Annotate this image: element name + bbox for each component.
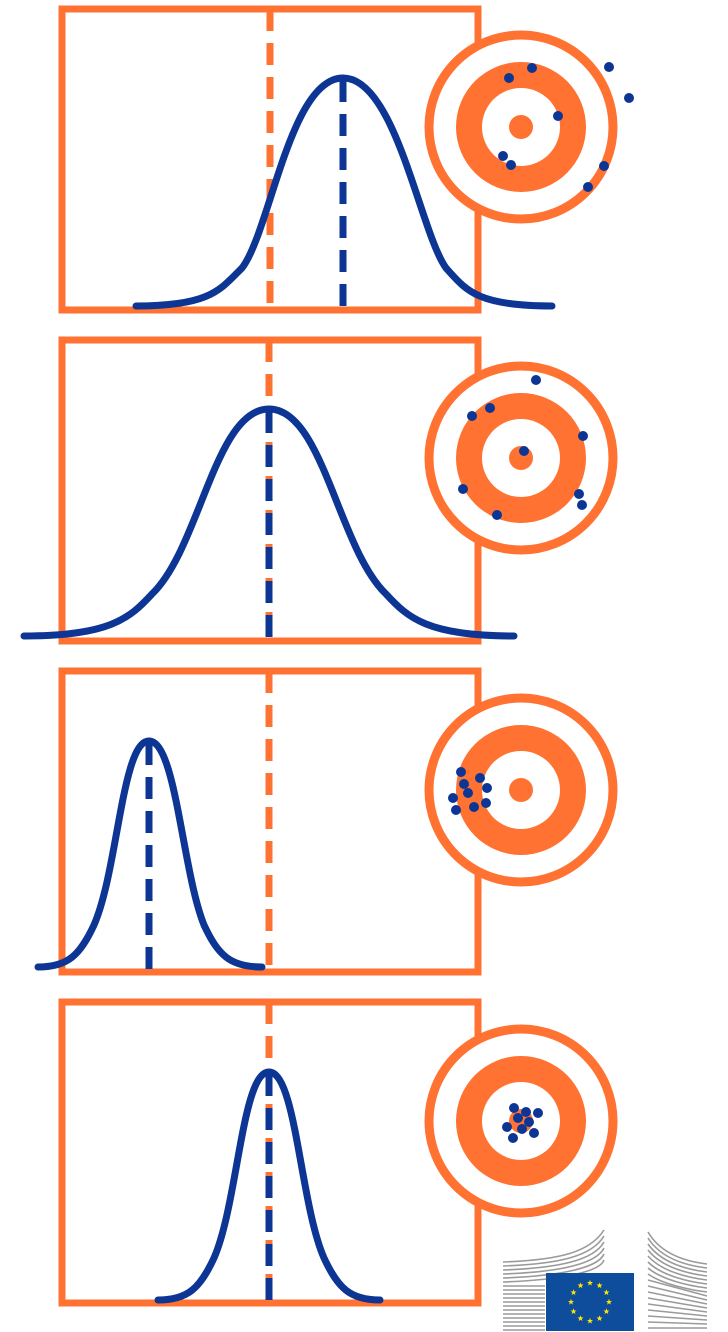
- panel-high-accuracy-high-precision: [58, 998, 618, 1307]
- hit-dot: [451, 805, 461, 815]
- hit-dot: [482, 783, 492, 793]
- eu-star-icon: [586, 1317, 594, 1324]
- distribution-curve: [132, 74, 556, 310]
- hit-dot: [475, 773, 485, 783]
- eu-flag-icon: [546, 1273, 634, 1331]
- hit-dot: [508, 1133, 518, 1143]
- hit-dot: [521, 1107, 531, 1117]
- hit-dots: [458, 375, 588, 520]
- hit-dot: [531, 375, 541, 385]
- hit-dot: [448, 793, 458, 803]
- hit-dot: [498, 151, 508, 161]
- hit-dot: [459, 779, 469, 789]
- eu-star-icon: [577, 1315, 584, 1322]
- panel-low-accuracy-high-precision: [34, 667, 618, 976]
- hit-dot: [529, 1128, 539, 1138]
- building-left-icon: [502, 1229, 605, 1331]
- hit-dots: [502, 1103, 543, 1143]
- hit-dot: [604, 62, 614, 72]
- hit-dot: [577, 500, 587, 510]
- hit-dot: [463, 788, 473, 798]
- hit-dot: [517, 1124, 527, 1134]
- hit-dot: [533, 1108, 543, 1118]
- eu-star-icon: [586, 1279, 594, 1286]
- panel-high-accuracy-low-precision: [20, 336, 618, 645]
- panel-low-accuracy-low-precision: [58, 5, 634, 314]
- hit-dot: [524, 1117, 534, 1127]
- eu-star-icon: [596, 1282, 603, 1289]
- eu-star-icon: [567, 1298, 575, 1305]
- target-icon: [424, 30, 618, 224]
- hit-dot: [506, 160, 516, 170]
- hit-dot: [485, 403, 495, 413]
- hit-dot: [519, 446, 529, 456]
- hit-dot: [509, 1103, 519, 1113]
- hit-dot: [574, 489, 584, 499]
- eu-star-icon: [603, 1308, 610, 1315]
- eu-star-icon: [577, 1282, 584, 1289]
- hit-dot: [513, 1113, 523, 1123]
- eu-star-icon: [596, 1315, 603, 1322]
- building-right-icon: [647, 1231, 708, 1329]
- hit-dot: [624, 93, 634, 103]
- target-icon: [424, 361, 618, 555]
- hit-dot: [504, 73, 514, 83]
- hit-dot: [578, 431, 588, 441]
- hit-dot: [502, 1122, 512, 1132]
- distribution-curve: [154, 1068, 384, 1304]
- hit-dot: [458, 484, 468, 494]
- hit-dot: [527, 63, 537, 73]
- hit-dots: [448, 767, 492, 815]
- hit-dots: [498, 62, 634, 192]
- hit-dot: [456, 767, 466, 777]
- european-commission-logo: [502, 1229, 708, 1331]
- hit-dot: [599, 161, 609, 171]
- eu-star-icon: [603, 1289, 610, 1296]
- target-icon: [424, 693, 618, 887]
- hit-dot: [469, 802, 479, 812]
- hit-dot: [492, 510, 502, 520]
- eu-stars: [567, 1279, 613, 1324]
- distribution-curve: [20, 405, 518, 640]
- eu-star-icon: [570, 1289, 577, 1296]
- distribution-curve: [34, 737, 266, 971]
- hit-dot: [481, 798, 491, 808]
- hit-dot: [467, 411, 477, 421]
- eu-star-icon: [570, 1308, 577, 1315]
- hit-dot: [583, 182, 593, 192]
- eu-star-icon: [605, 1298, 613, 1305]
- hit-dot: [553, 111, 563, 121]
